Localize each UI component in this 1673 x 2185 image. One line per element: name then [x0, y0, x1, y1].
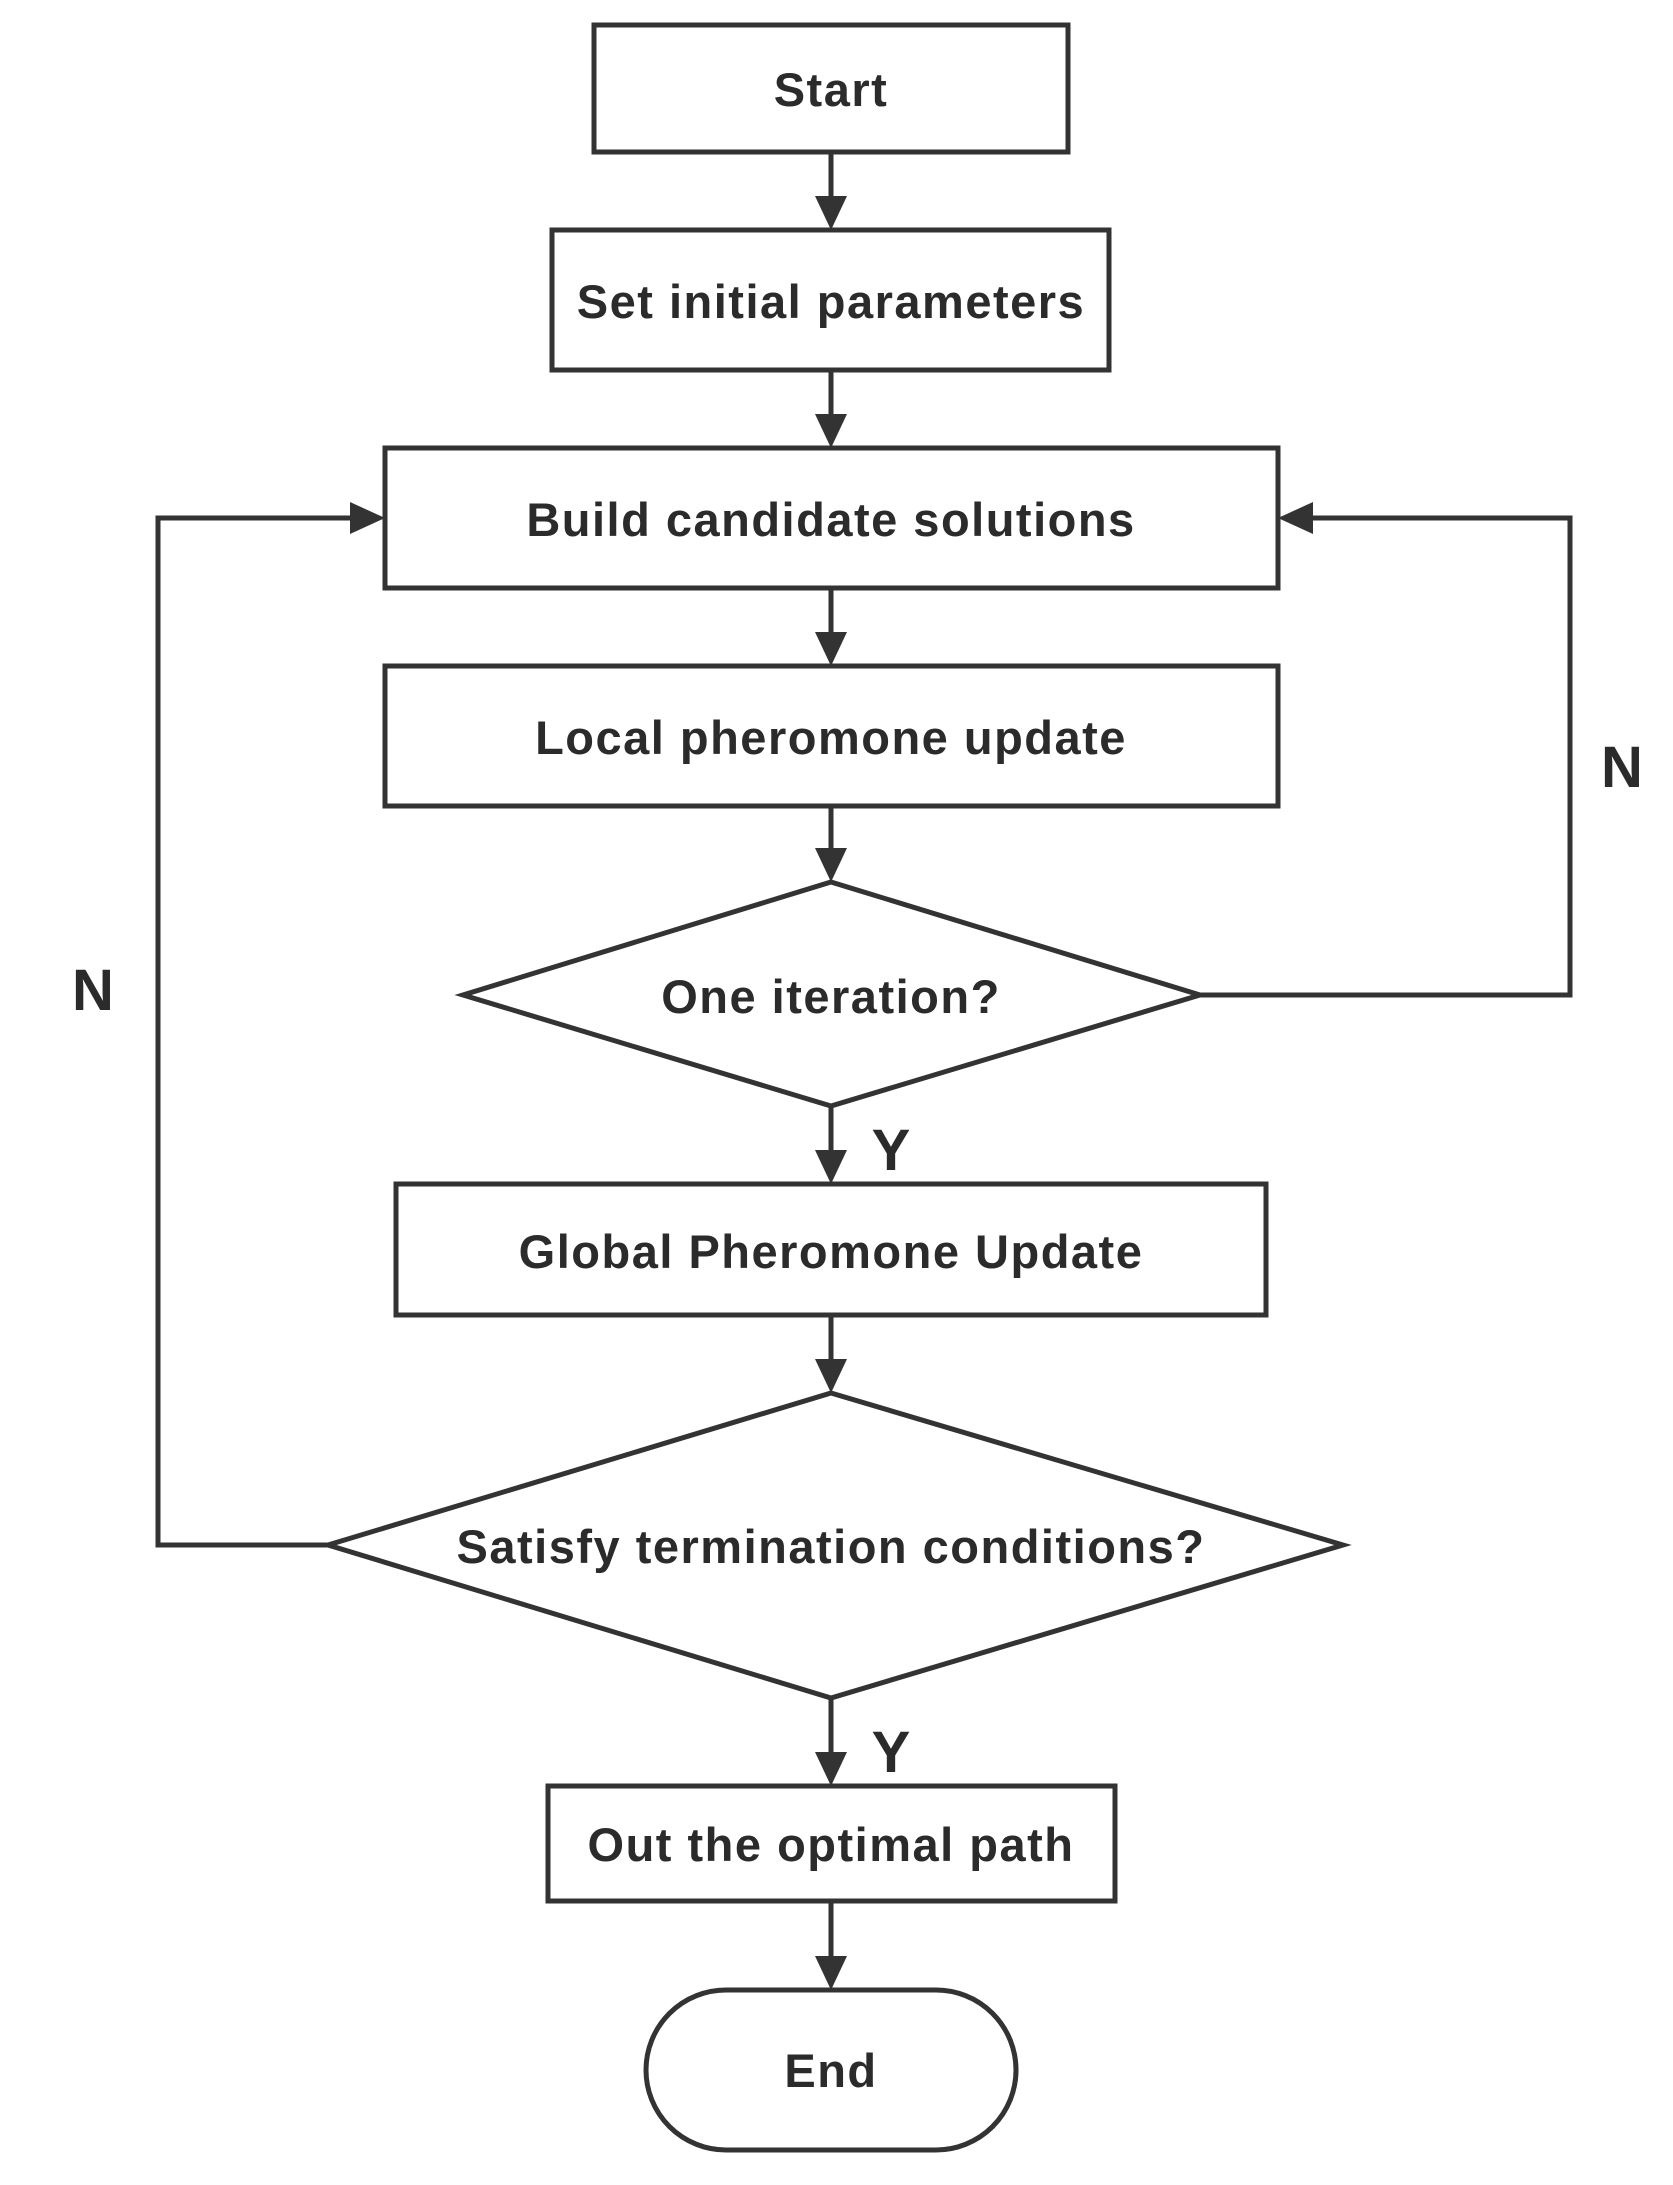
arrow-build-to-local — [815, 588, 847, 666]
one-iteration-decision: One iteration? — [454, 879, 1209, 1109]
iteration-no-label: N — [1601, 735, 1643, 800]
output-path-label: Out the optimal path — [588, 1818, 1075, 1871]
local-update-label: Local pheromone update — [535, 711, 1127, 764]
arrow-global-to-termination — [815, 1315, 847, 1393]
global-update-label: Global Pheromone Update — [519, 1225, 1144, 1278]
loop-iteration-no — [1200, 502, 1573, 998]
one-iteration-label: One iteration? — [661, 970, 1001, 1023]
end-node: End — [643, 1987, 1019, 2153]
build-solutions-label: Build candidate solutions — [526, 493, 1135, 546]
loop-termination-no — [155, 502, 385, 1548]
termination-no-label: N — [72, 958, 114, 1023]
build-solutions-node: Build candidate solutions — [382, 445, 1281, 591]
arrow-termination-yes — [815, 1698, 847, 1786]
arrow-params-to-build — [815, 370, 847, 448]
arrow-output-to-end — [815, 1901, 847, 1990]
termination-yes-label: Y — [872, 1720, 911, 1785]
set-parameters-node: Set initial parameters — [549, 227, 1112, 373]
start-label: Start — [774, 63, 889, 116]
global-update-node: Global Pheromone Update — [393, 1181, 1269, 1318]
arrow-iteration-yes — [815, 1106, 847, 1184]
set-parameters-label: Set initial parameters — [577, 275, 1085, 328]
arrow-start-to-params — [815, 152, 847, 230]
start-node: Start — [591, 22, 1071, 155]
end-label: End — [784, 2044, 877, 2097]
iteration-yes-label: Y — [872, 1118, 911, 1183]
termination-label: Satisfy termination conditions? — [457, 1520, 1206, 1573]
local-update-node: Local pheromone update — [382, 663, 1281, 809]
arrow-local-to-iteration — [815, 806, 847, 882]
output-path-node: Out the optimal path — [545, 1783, 1118, 1904]
termination-decision: Satisfy termination conditions? — [319, 1390, 1352, 1701]
